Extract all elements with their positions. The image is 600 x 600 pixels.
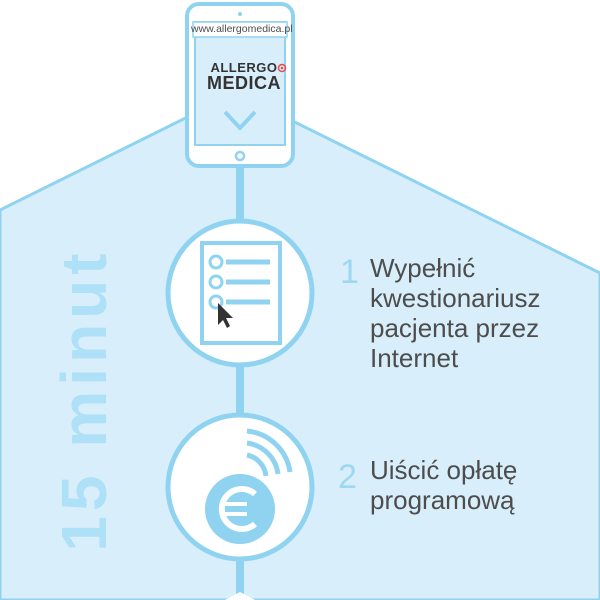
step-text: Wypełnić kwestionariusz pacjenta przez I… <box>370 253 541 373</box>
cursor-icon <box>218 303 233 328</box>
address-bar: www.allergomedica.pl <box>191 23 293 35</box>
step-number: 2 <box>338 458 357 496</box>
chevron-down-icon <box>223 110 257 131</box>
questionnaire-icon <box>165 218 315 368</box>
brand-logo-top: ALLERGO <box>210 60 278 75</box>
brand-dot-icon <box>277 63 287 73</box>
step-number: 1 <box>340 253 359 291</box>
brand-logo-bottom: MEDICA <box>207 73 281 93</box>
step-text: Uiścić opłatę programową <box>370 455 518 515</box>
duration-label: 15 minut <box>48 248 120 552</box>
tablet-device <box>185 2 295 168</box>
euro-contactless-icon <box>165 412 315 562</box>
